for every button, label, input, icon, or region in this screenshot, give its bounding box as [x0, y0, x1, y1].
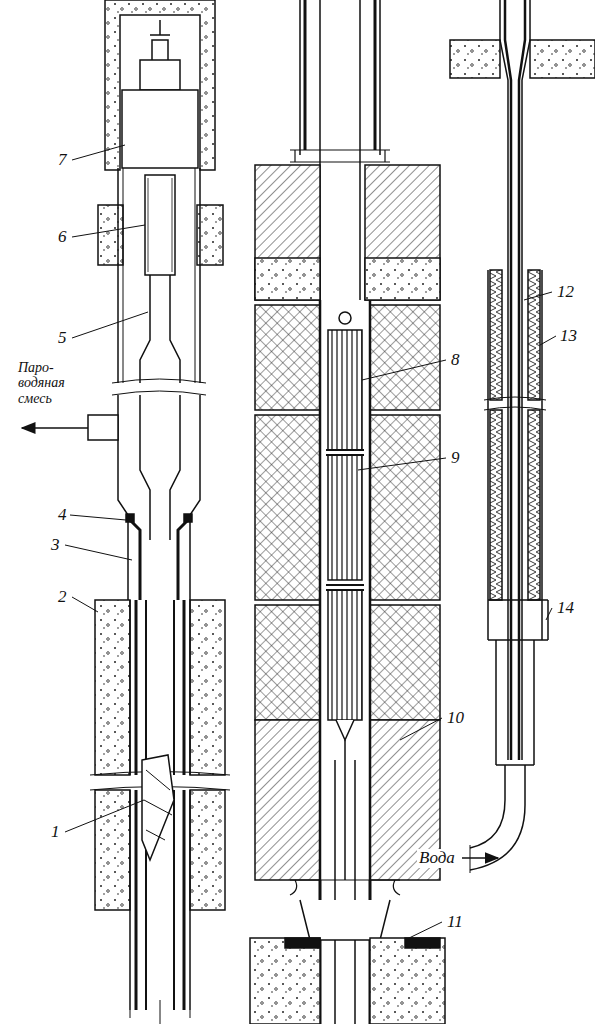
callout-number: 9 [449, 449, 462, 468]
callout-number: 3 [49, 536, 62, 555]
callout-number: 14 [555, 599, 576, 618]
callout-number: 6 [56, 228, 69, 247]
callout-number: 2 [56, 588, 69, 607]
callout-number: 7 [56, 151, 69, 170]
callout-number: 11 [445, 913, 465, 932]
flow-label: Вода [417, 849, 457, 868]
callout-number: 5 [56, 329, 69, 348]
callout-number: 10 [445, 709, 466, 728]
callout-number: 8 [449, 351, 462, 370]
callout-number: 12 [555, 283, 576, 302]
callout-number: 4 [56, 506, 69, 525]
flow-label: Паро- водяная смесь [16, 360, 82, 406]
callout-number: 1 [49, 823, 62, 842]
callout-number: 13 [558, 327, 579, 346]
